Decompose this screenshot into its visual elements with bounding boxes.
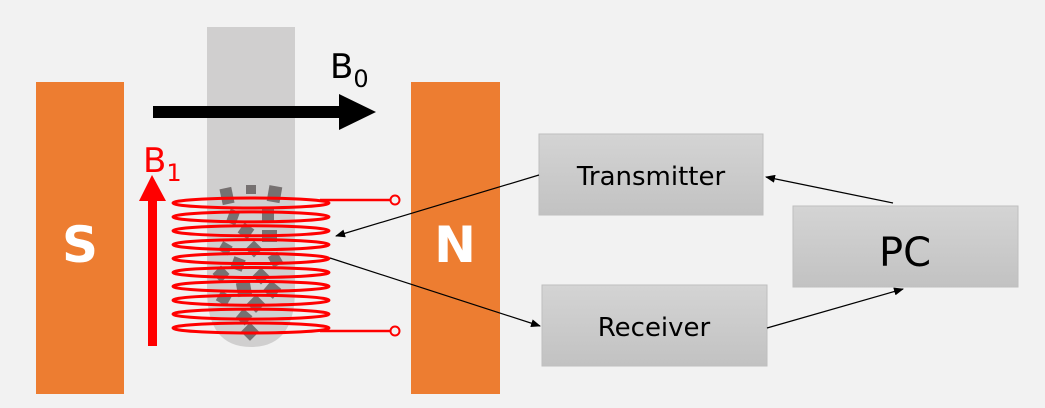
coil-turn	[171, 210, 331, 224]
coil-turn	[171, 321, 331, 335]
north-magnet	[411, 82, 500, 394]
b1-arrow-icon	[139, 175, 166, 346]
coil-turn	[171, 238, 331, 252]
b1-symbol: B	[143, 141, 166, 181]
coil-turn	[171, 196, 331, 210]
transmitter-label: Transmitter	[576, 162, 726, 192]
receiver-block[interactable]: Receiver	[541, 284, 768, 367]
receiver-label: Receiver	[598, 313, 711, 343]
b0-arrow-icon	[153, 94, 376, 130]
south-pole-label: S	[62, 216, 98, 274]
coil-terminal-bottom	[389, 325, 401, 337]
connection-transmitter-to-coil	[335, 174, 540, 238]
pc-label: PC	[879, 230, 931, 276]
coil-turn	[171, 279, 331, 293]
connection-coil-to-receiver	[329, 257, 541, 328]
b0-symbol: B	[330, 47, 353, 87]
coil-turn	[171, 265, 331, 279]
transmitter-block[interactable]: Transmitter	[538, 133, 764, 216]
north-pole-label: N	[434, 216, 476, 274]
rf-coil	[171, 196, 331, 335]
connection-receiver-to-pc	[766, 287, 904, 329]
coil-turn	[171, 307, 331, 321]
b0-subscript: 0	[353, 65, 368, 93]
south-magnet	[36, 82, 124, 394]
coil-terminal-top	[389, 194, 401, 206]
b0-label: B0	[330, 47, 369, 93]
b1-label: B1	[143, 141, 182, 187]
coil-turn	[171, 293, 331, 307]
coil-turn	[171, 252, 331, 266]
pc-block[interactable]: PC	[792, 205, 1019, 288]
b1-subscript: 1	[166, 159, 181, 187]
coil-turn	[171, 224, 331, 238]
connection-pc-to-transmitter	[765, 174, 894, 204]
